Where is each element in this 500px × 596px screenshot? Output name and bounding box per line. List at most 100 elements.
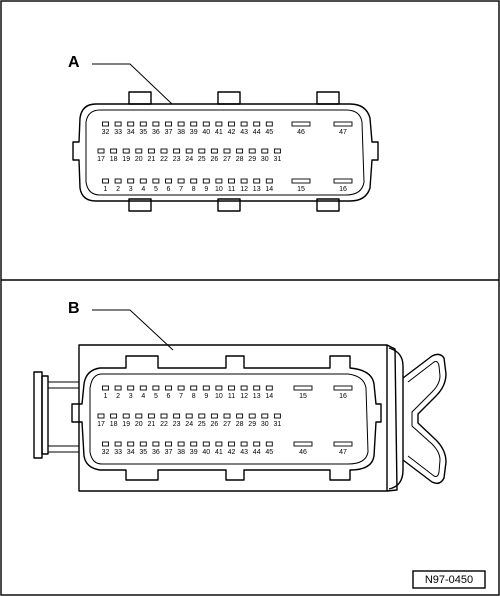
pin-number: 30 <box>261 156 269 163</box>
figure-reference: N97-0450 <box>425 574 473 586</box>
pin-number: 39 <box>190 129 198 136</box>
pin-number: 25 <box>198 156 206 163</box>
pin-number: 9 <box>204 186 208 193</box>
locking-tab <box>217 91 241 105</box>
pin-slot <box>210 413 218 419</box>
pin-number: 46 <box>299 449 307 456</box>
pin-number: 35 <box>139 449 147 456</box>
pin-number: 22 <box>160 421 168 428</box>
pin-slot <box>253 121 261 127</box>
pin-slot <box>202 385 210 391</box>
pin-number: 47 <box>339 449 347 456</box>
pin-number: 14 <box>265 186 273 193</box>
pin-slot <box>265 121 273 127</box>
locking-tab <box>316 91 340 105</box>
pin-number: 17 <box>97 421 105 428</box>
pin-slot <box>114 441 122 447</box>
pin-slot <box>202 121 210 127</box>
pin-number: 21 <box>148 156 156 163</box>
pin-number: 18 <box>110 156 118 163</box>
locking-tab <box>217 198 241 212</box>
pin-slot <box>185 148 193 154</box>
pin-number: 38 <box>177 449 185 456</box>
pin-number: 4 <box>141 393 145 400</box>
pin-number: 16 <box>339 186 347 193</box>
pin-slot <box>198 413 206 419</box>
pin-number: 44 <box>253 449 261 456</box>
pin-number: 32 <box>102 129 110 136</box>
pin-slot <box>261 413 269 419</box>
pin-slot <box>139 441 147 447</box>
pin-slot <box>139 121 147 127</box>
pin-number: 7 <box>179 186 183 193</box>
pin-number: 15 <box>299 393 307 400</box>
pin-slot <box>177 441 185 447</box>
pin-number: 31 <box>274 421 282 428</box>
pin-number: 11 <box>228 393 235 400</box>
pin-slot <box>139 385 147 391</box>
pin-number: 37 <box>165 129 173 136</box>
pin-slot <box>127 441 135 447</box>
pin-number: 3 <box>129 186 133 193</box>
pin-number: 17 <box>97 156 105 163</box>
power-pin-slot <box>333 178 353 184</box>
pin-slot <box>135 148 143 154</box>
pin-slot <box>110 148 118 154</box>
pin-number: 46 <box>297 129 305 136</box>
pin-number: 2 <box>116 186 120 193</box>
pin-number: 31 <box>274 156 282 163</box>
pin-number: 39 <box>190 449 198 456</box>
pin-number: 18 <box>110 421 118 428</box>
locking-tab <box>128 91 152 105</box>
pin-number: 11 <box>228 186 235 193</box>
pin-slot <box>127 121 135 127</box>
locking-lever <box>386 344 447 492</box>
pin-slot <box>177 178 185 184</box>
pin-number: 40 <box>202 449 210 456</box>
pin-number: 24 <box>185 421 193 428</box>
pin-slot <box>97 413 105 419</box>
pin-slot <box>185 413 193 419</box>
view-label-a: A <box>68 54 80 71</box>
pin-slot <box>173 148 181 154</box>
pin-number: 14 <box>265 393 273 400</box>
pin-slot <box>265 441 273 447</box>
pin-slot <box>240 385 248 391</box>
pin-number: 8 <box>192 393 196 400</box>
pin-slot <box>190 178 198 184</box>
pin-number: 5 <box>154 393 158 400</box>
pin-slot <box>248 413 256 419</box>
pin-slot <box>102 385 109 391</box>
pin-slot <box>253 385 261 391</box>
pin-number: 6 <box>167 186 171 193</box>
pin-number: 9 <box>204 393 208 400</box>
pin-number: 28 <box>236 421 244 428</box>
pin-number: 15 <box>297 186 305 193</box>
pin-number: 36 <box>152 129 160 136</box>
pin-slot <box>215 178 223 184</box>
pin-number: 43 <box>240 129 248 136</box>
pin-slot <box>261 148 269 154</box>
pin-slot <box>165 121 172 127</box>
pin-number: 34 <box>127 129 135 136</box>
pin-number: 7 <box>179 393 183 400</box>
pin-slot <box>223 148 231 154</box>
pin-number: 24 <box>185 156 193 163</box>
pin-number: 45 <box>265 449 273 456</box>
pin-number: 23 <box>173 156 181 163</box>
pin-number: 30 <box>261 421 269 428</box>
pin-slot <box>202 441 210 447</box>
pin-slot <box>273 413 281 419</box>
pin-number: 36 <box>152 449 160 456</box>
pin-slot <box>152 385 160 391</box>
pin-number: 10 <box>215 393 223 400</box>
pin-number: 26 <box>211 156 219 163</box>
power-pin-slot <box>293 441 313 447</box>
figure-reference-box <box>412 570 486 589</box>
view-label-b: B <box>68 300 80 317</box>
